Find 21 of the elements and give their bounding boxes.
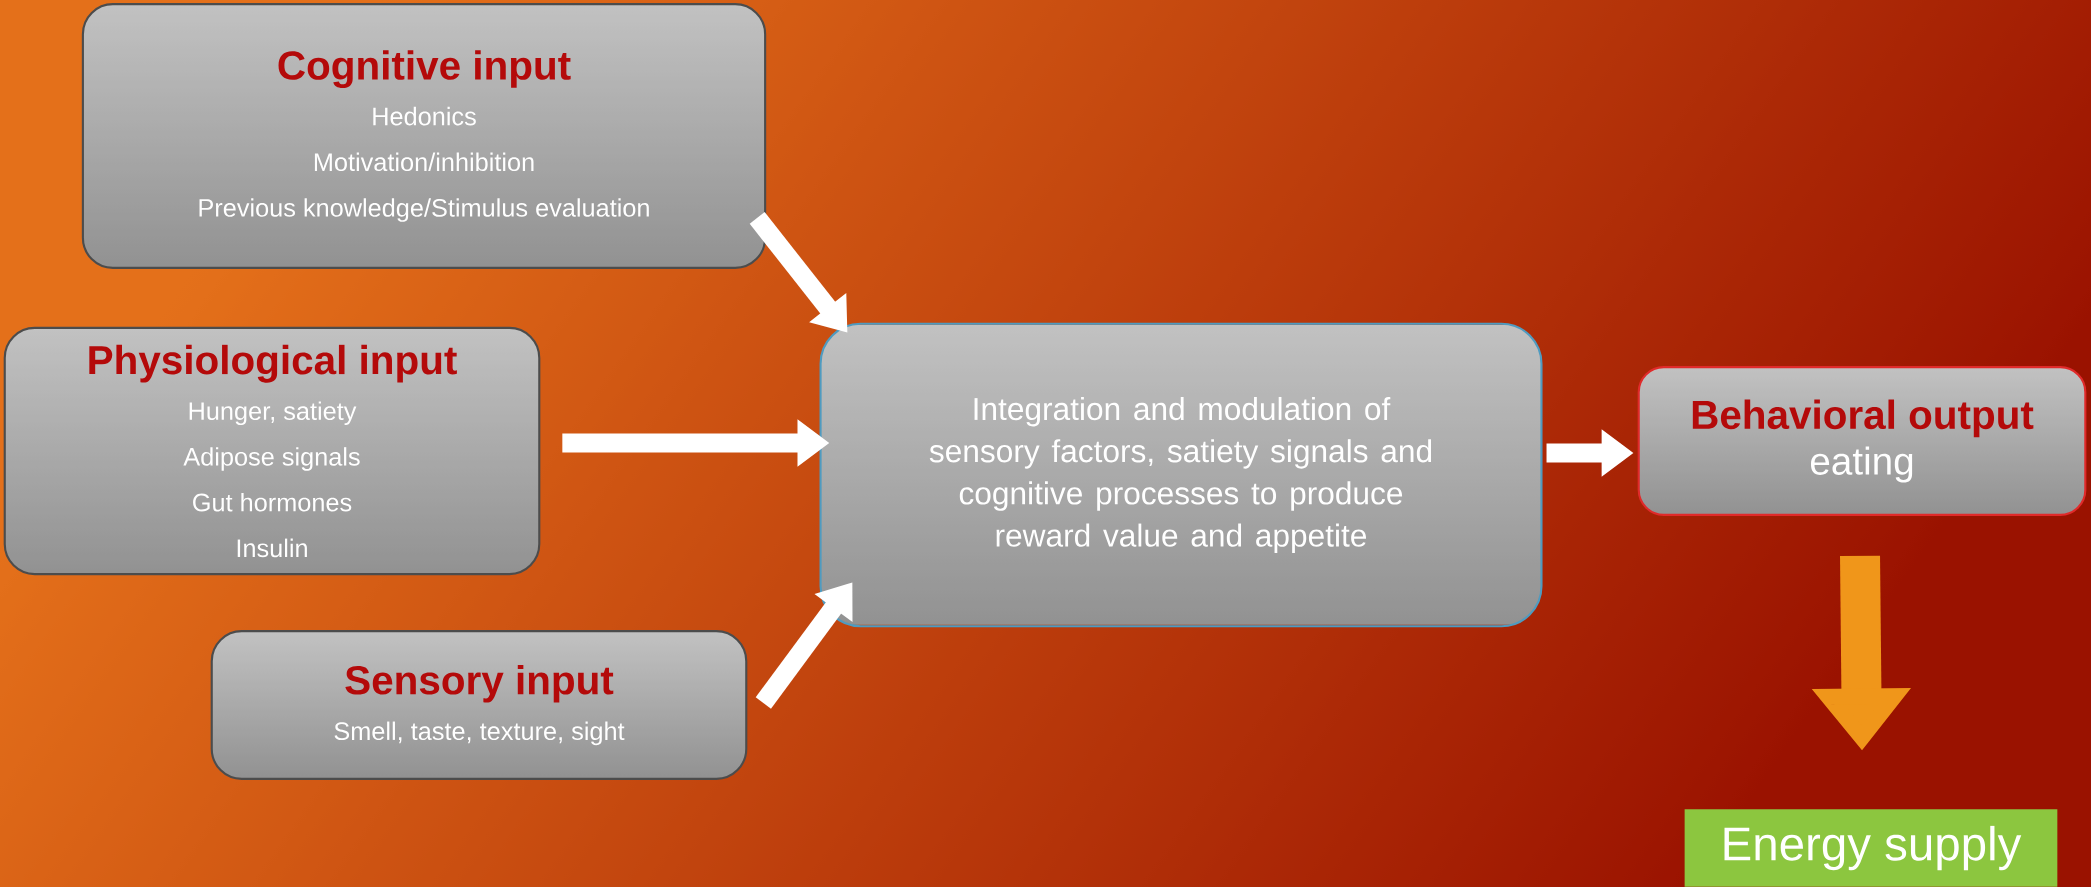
box-text: Previous knowledge/Stimulus evaluation <box>199 198 649 222</box>
box-text: Integration and modulation of sensory factors, satiety signals and cognitive processes to produce reward value and appetite <box>929 396 1432 554</box>
box-text: Motivation/inhibition <box>314 152 534 172</box>
output-box <box>1637 366 2087 516</box>
box-heading: Behavioral output <box>1692 399 2034 438</box>
integration-box <box>819 322 1543 628</box>
box-heading: Sensory input <box>345 664 614 703</box>
box-text: Smell, taste, texture, sight <box>334 721 625 746</box>
box-text: Insulin <box>237 538 307 558</box>
box-text: Hedonics <box>373 106 476 126</box>
result-box <box>1684 809 2058 887</box>
box-text: Gut hormones <box>193 492 352 512</box>
input-box <box>81 3 767 269</box>
box-heading: Cognitive input <box>278 50 571 88</box>
input-box <box>210 630 748 780</box>
box-text: Adipose signals <box>183 447 360 471</box>
box-text: Hunger, satiety <box>189 401 357 426</box>
box-heading: Physiological input <box>89 344 457 383</box>
box-text: eating <box>1810 446 1913 483</box>
box-text: Energy supply <box>1724 825 2022 871</box>
input-box <box>3 326 541 576</box>
